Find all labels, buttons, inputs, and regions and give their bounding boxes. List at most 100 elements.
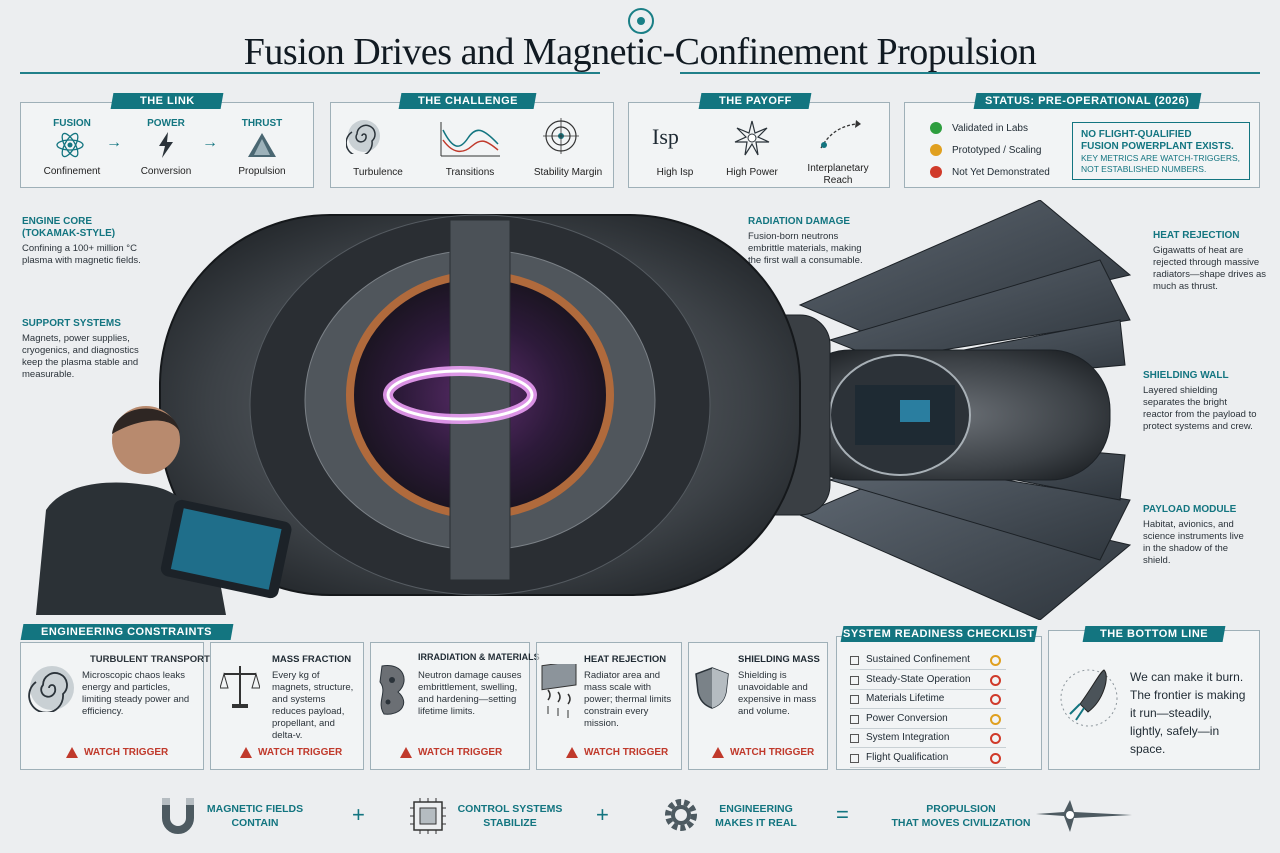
legend-dot-amber (930, 144, 942, 156)
material-icon (379, 665, 405, 715)
checklist-checkbox[interactable] (850, 714, 859, 724)
constraint-body: Neutron damage causes embrittlement, swe… (418, 670, 522, 717)
constraint-body: Every kg of magnets, structure, and syst… (272, 670, 354, 741)
arrow-icon: → (202, 134, 218, 151)
constraint-body: Shielding is unavoidable and expensive i… (738, 670, 817, 717)
heat-rejection-annotation: HEAT REJECTION Gigawatts of heat are rej… (1153, 230, 1266, 292)
readiness-indicator (990, 752, 1001, 764)
checklist-checkbox[interactable] (850, 734, 859, 743)
engine-core-annotation: ENGINE CORE (TOKAMAK-STYLE) Confining a … (22, 216, 141, 266)
bottom-line-tag: THE BOTTOM LINE (1082, 626, 1226, 642)
support-systems-annotation: SUPPORT SYSTEMS Magnets, power supplies,… (22, 318, 139, 380)
checklist-label: Power Conversion (866, 712, 948, 724)
readiness-indicator (990, 733, 1001, 744)
radiation-damage-annotation: RADIATION DAMAGE Fusion-born neutrons em… (748, 216, 863, 266)
thrust-head: THRUST (241, 118, 283, 129)
constraint-head: MASS FRACTION (272, 654, 352, 665)
checklist-tag: SYSTEM READINESS CHECKLIST (840, 626, 1038, 642)
checklist-label: Materials Lifetime (866, 693, 945, 704)
constraint-body: Microscopic chaos leaks energy and parti… (82, 670, 190, 717)
plus-sign: + (352, 802, 365, 827)
gear-icon (665, 799, 697, 831)
starburst-icon (1036, 800, 1132, 832)
constraint-head: SHIELDING MASS (738, 654, 820, 665)
challenge-panel (330, 102, 614, 188)
readiness-indicator (990, 713, 1001, 725)
divider (850, 747, 1006, 748)
constraint-head: HEAT REJECTION (584, 654, 667, 665)
stability-margin-label: Stability Margin (533, 167, 603, 178)
high-power-label: High Power (726, 167, 778, 178)
checklist-label: System Integration (866, 732, 950, 743)
turbulence-label: Turbulence (353, 167, 403, 178)
bottom-line-text: The frontier is making it run—steadily, … (1130, 688, 1246, 756)
fusion-head: FUSION (53, 118, 91, 129)
divider (850, 688, 1006, 690)
isp-icon: Isp (652, 124, 679, 149)
vortex-icon (346, 120, 380, 154)
legend-label: Prototyped / Scaling (952, 145, 1042, 156)
graph-icon (440, 122, 500, 157)
checklist-checkbox[interactable] (850, 695, 859, 704)
scale-icon (220, 666, 260, 708)
watch-trigger: WATCH TRIGGER (566, 747, 668, 758)
challenge-tag: THE CHALLENGE (398, 93, 537, 109)
high-isp-label: High Isp (656, 167, 694, 178)
radiator-icon (541, 664, 577, 718)
plus-sign: + (596, 802, 609, 827)
watch-trigger: WATCH TRIGGER (400, 747, 502, 758)
divider (850, 708, 1006, 709)
equals-sign: = (836, 802, 849, 827)
technician-illustration (36, 406, 292, 615)
page-title: Fusion Drives and Magnetic-Confinement P… (243, 31, 1037, 73)
shielding-wall-annotation: SHIELDING WALL Layered shielding separat… (1143, 370, 1257, 432)
arrow-icon: → (106, 134, 122, 151)
checklist-label: Steady-State Operation (866, 673, 971, 685)
bottom-line-text: We can make it burn. (1130, 670, 1244, 684)
constraint-body: Radiator area and mass scale with power;… (584, 670, 672, 729)
rocket-icon (1060, 669, 1118, 727)
legend-label: Validated in Labs (952, 123, 1028, 134)
divider (850, 727, 1006, 729)
checklist-checkbox[interactable] (850, 656, 859, 665)
magnet-icon (162, 798, 194, 834)
title-rule-right (680, 72, 1260, 74)
status-note: NO FLIGHT-QUALIFIED FUSION POWERPLANT EX… (1072, 122, 1250, 180)
shield-icon (695, 667, 729, 709)
divider (850, 669, 1006, 670)
divider (850, 766, 1006, 768)
legend-dot-green (930, 122, 942, 134)
checklist-checkbox[interactable] (850, 675, 859, 685)
payoff-tag: THE PAYOFF (698, 93, 812, 109)
legend-dot-red (930, 166, 942, 178)
watch-trigger: WATCH TRIGGER (240, 747, 342, 758)
checklist-label: Flight Qualification (866, 751, 949, 763)
interplanetary-label: Interplanetary Reach (807, 163, 869, 186)
status-tag: STATUS: PRE-OPERATIONAL (2026) (973, 93, 1202, 109)
readiness-indicator (990, 674, 1001, 686)
vortex-icon (28, 666, 74, 712)
power-label: Conversion (140, 166, 192, 177)
atom-icon (56, 132, 84, 158)
thrust-label: Propulsion (238, 166, 286, 177)
payload-module-annotation: PAYLOAD MODULE Habitat, avionics, and sc… (1143, 504, 1244, 566)
constraint-head: TURBULENT TRANSPORT (90, 654, 210, 665)
watch-trigger: WATCH TRIGGER (712, 747, 814, 758)
thrust-icon (248, 133, 276, 157)
transitions-label: Transitions (445, 167, 495, 178)
checklist-checkbox[interactable] (850, 753, 859, 763)
lightning-icon (159, 132, 173, 158)
fusion-label: Confinement (43, 166, 101, 177)
power-head: POWER (147, 118, 185, 129)
constraints-tag: ENGINEERING CONSTRAINTS (20, 624, 234, 640)
constraint-card (688, 642, 828, 770)
chip-icon (410, 798, 446, 834)
constraint-head: IRRADIATION & MATERIALS (418, 652, 540, 662)
trajectory-icon (820, 120, 861, 149)
target-icon (543, 118, 579, 154)
fusion-ship-illustration (159, 200, 1132, 620)
compass-icon (628, 8, 654, 34)
